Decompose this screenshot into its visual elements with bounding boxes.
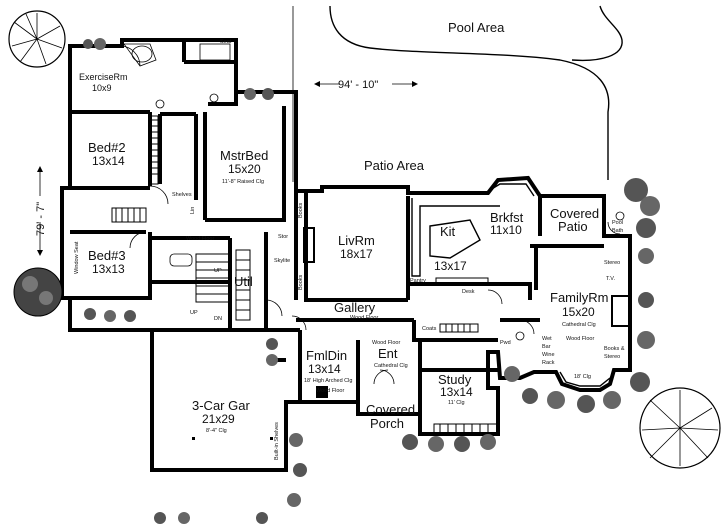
pool-area-label: Pool Area xyxy=(448,20,505,35)
books-stereo-label: Books & xyxy=(604,346,625,352)
bed3-name: Bed#3 xyxy=(88,248,126,263)
dimension-marks xyxy=(37,81,418,256)
shelves-label: Shelves xyxy=(172,192,192,198)
pool-outline xyxy=(329,5,610,180)
covered-patio-name-2: Patio xyxy=(558,219,588,234)
wood-floor-label-ent: Wood Floor xyxy=(372,340,400,346)
tree-top-left xyxy=(8,10,66,68)
up-label-1: UP xyxy=(214,268,222,274)
ent-name: Ent xyxy=(378,346,398,361)
up-label-2: UP xyxy=(190,310,198,316)
bed2-size: 13x14 xyxy=(92,154,125,168)
familyrm-note: Cathedral Clg xyxy=(562,322,596,328)
stereo-label-1: Stereo xyxy=(604,260,620,266)
garage-note: 8'-4" Clg xyxy=(206,428,227,434)
mstrbed-size: 15x20 xyxy=(228,162,261,176)
shrub-left xyxy=(13,267,63,317)
linen-label: Lin xyxy=(190,207,196,214)
livrm-size: 18x17 xyxy=(340,247,373,261)
depth-dimension: 79' - 7" xyxy=(35,202,47,236)
fireplace xyxy=(303,227,631,398)
width-dimension: 94' - 10" xyxy=(338,79,378,91)
study-name: Study xyxy=(438,372,472,387)
stor-label: Stor xyxy=(278,234,288,240)
mstrbed-name: MstrBed xyxy=(220,148,268,163)
clg-18-label: 18' Clg xyxy=(574,374,591,380)
dn-label: DN xyxy=(214,316,222,322)
coats-label: Coats xyxy=(422,326,437,332)
bed3-size: 13x13 xyxy=(92,262,125,276)
bath-fixtures xyxy=(123,43,625,341)
skylite-label: Skylite xyxy=(274,258,290,264)
brkfst-bay xyxy=(489,183,535,197)
wet-bar-label-2: Bar xyxy=(542,344,551,350)
garage-name: 3-Car Gar xyxy=(192,398,250,413)
wood-floor-label-din: Wood Floor xyxy=(316,388,344,394)
books-label-2: Books xyxy=(298,274,304,290)
pool-curve xyxy=(571,5,623,62)
window-seat-label: Window Seat xyxy=(74,241,80,274)
study-size: 13x14 xyxy=(440,385,473,399)
covered-patio-name: Covered xyxy=(550,206,599,221)
family-bay xyxy=(559,371,611,387)
fmldin-size: 13x14 xyxy=(308,362,341,376)
seat-label: Seat xyxy=(220,39,232,45)
familyrm-name: FamilyRm xyxy=(550,290,609,305)
kit-size: 13x17 xyxy=(434,259,467,273)
livrm-name: LivRm xyxy=(338,233,375,248)
fmldin-name: FmlDin xyxy=(306,348,347,363)
brkfst-size: 11x10 xyxy=(490,223,522,237)
pwd-label: Pwd xyxy=(500,340,511,346)
covered-porch-name-2: Porch xyxy=(370,416,404,431)
bed2-name: Bed#2 xyxy=(88,140,126,155)
patio-area-label: Patio Area xyxy=(364,158,425,173)
wood-floor-label-fam: Wood Floor xyxy=(566,336,594,342)
pantry-label: Pantry xyxy=(410,278,426,284)
exercise-room-size: 10x9 xyxy=(92,83,112,93)
rack-label: Rack xyxy=(542,360,555,366)
wet-bar-label: Wet xyxy=(542,336,552,342)
landscaping-shrubs xyxy=(83,38,660,524)
fmldin-note: 18' High Arched Clg xyxy=(304,378,352,384)
pool-bath-label-2: Bath xyxy=(612,228,623,234)
tree-bottom-right xyxy=(639,387,721,469)
built-in-shelves-label: Built-in Shelves xyxy=(274,422,280,460)
doors xyxy=(119,45,621,385)
hatch-marks xyxy=(111,115,499,435)
exercise-room-name: ExerciseRm xyxy=(79,72,128,82)
tv-label: T.V. xyxy=(606,276,615,282)
pool-bath-label: Pool xyxy=(612,220,623,226)
ent-note: Cathedral Clg xyxy=(374,363,408,369)
mstrbed-note: 11'-8" Raised Clg xyxy=(222,179,264,185)
books-label-1: Books xyxy=(298,202,304,218)
util-name: Util xyxy=(234,274,253,289)
kit-name: Kit xyxy=(440,224,456,239)
stairs xyxy=(195,249,251,321)
covered-porch-name: Covered xyxy=(366,402,415,417)
garage-markers xyxy=(152,437,286,471)
desk-label: Desk xyxy=(462,289,475,295)
books-stereo-label-2: Stereo xyxy=(604,354,620,360)
kitchen-counters xyxy=(411,198,500,285)
brkfst-name: Brkfst xyxy=(490,210,524,225)
wood-floor-label-1: Wood Floor xyxy=(186,236,214,242)
wood-floor-label-gallery: Wood Floor xyxy=(350,315,378,321)
garage-size: 21x29 xyxy=(202,412,235,426)
study-note: 11' Clg xyxy=(448,400,465,406)
familyrm-size: 15x20 xyxy=(562,305,595,319)
gallery-name: Gallery xyxy=(334,300,376,315)
wine-label: Wine xyxy=(542,352,555,358)
